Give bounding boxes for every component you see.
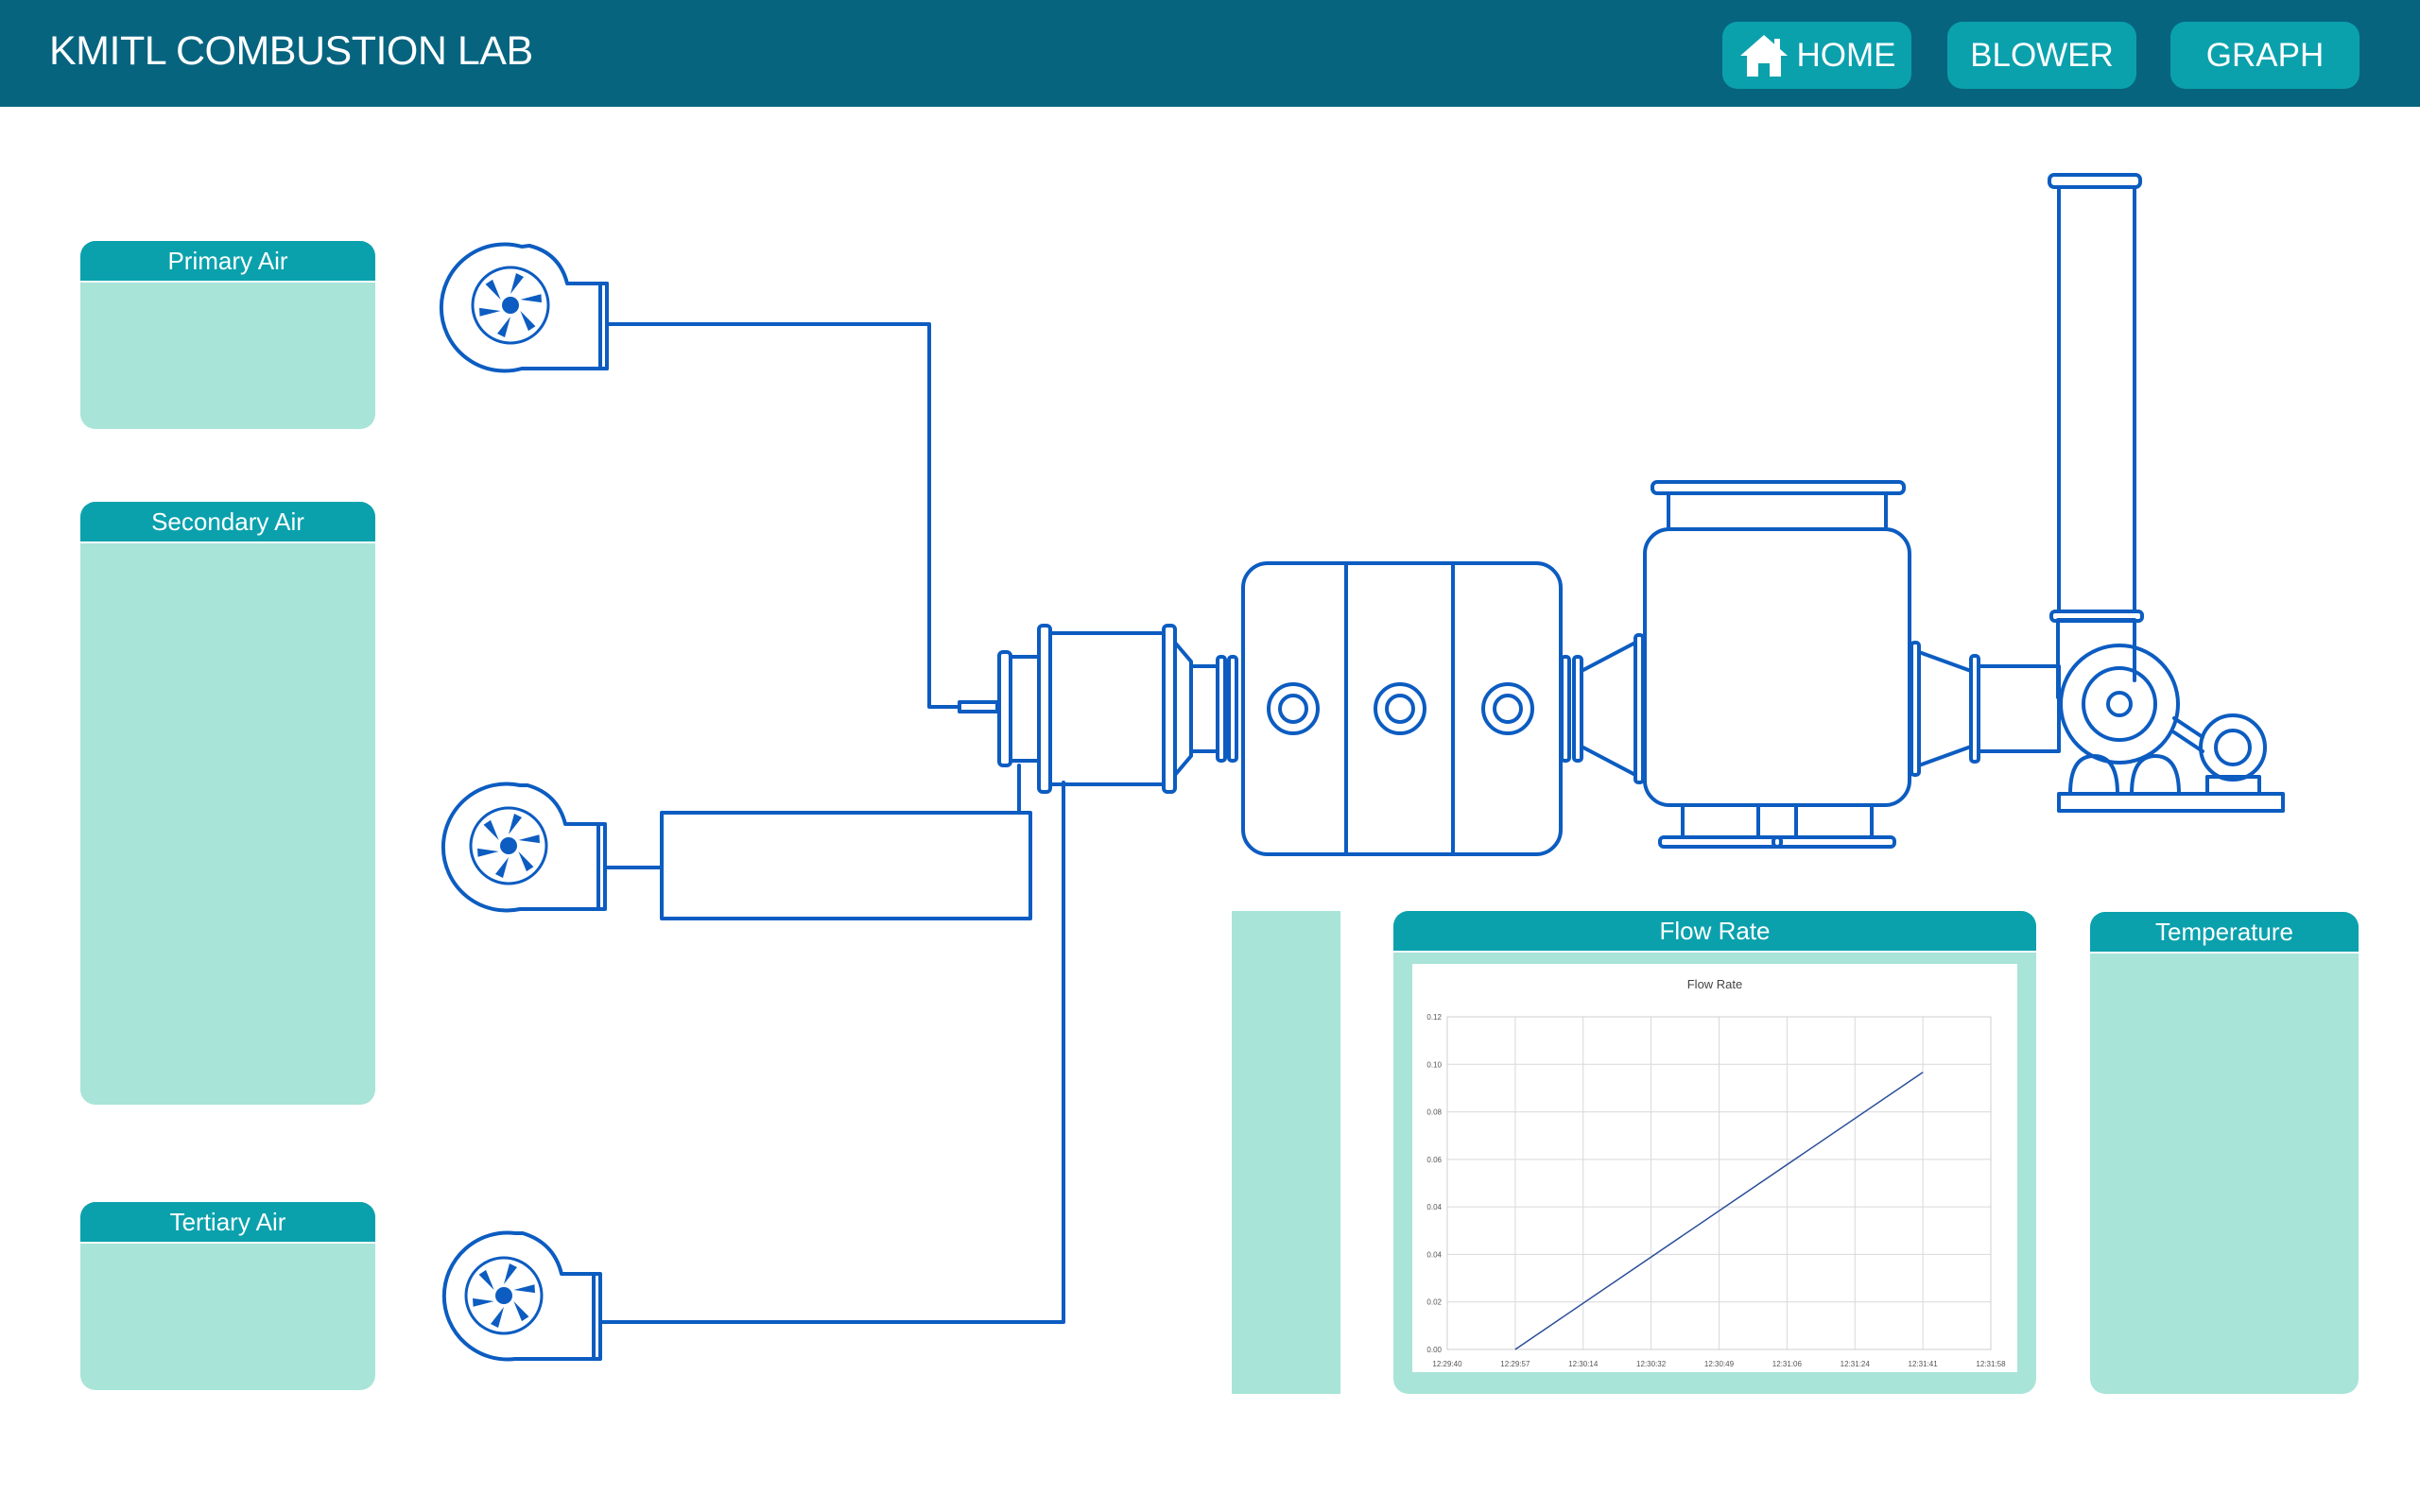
chart-y-tick-label: 0.06 [1426,1156,1442,1164]
chart-y-tick-label: 0.12 [1426,1013,1442,1022]
blower-button[interactable]: BLOWER [1947,22,2136,89]
chart-title: Flow Rate [1687,977,1743,991]
graph-button-label: GRAPH [2205,36,2325,74]
tertiary-air-panel: Tertiary Air [80,1202,375,1390]
blower-button-label: BLOWER [1970,36,2114,74]
chart-y-tick-label: 0.04 [1426,1203,1442,1211]
tertiary-blower[interactable] [441,1230,602,1362]
chart-x-tick-label: 12:30:14 [1568,1360,1599,1368]
chart-y-tick-label: 0.04 [1426,1250,1442,1259]
chart-y-tick-label: 0.00 [1426,1346,1442,1354]
primary-blower[interactable] [439,242,609,373]
secondary-air-panel: Secondary Air [80,502,375,1105]
house-icon [1739,34,1788,77]
temperature-panel: Temperature [2090,912,2359,1394]
flow-rate-panel: Flow Rate Flow Rate 0.00 0.02 0.04 0.04 0.06… [1393,911,2036,1394]
flow-rate-series-line [1514,1072,1924,1350]
chart-x-tick-label: 12:29:57 [1500,1360,1530,1368]
chart-x-tick-label: 12:31:41 [1909,1360,1939,1368]
chart-plot-area [1446,1016,1992,1350]
fan-icon [479,273,542,337]
secondary-blower[interactable] [441,782,607,913]
tertiary-air-title: Tertiary Air [80,1202,375,1244]
graph-button[interactable]: GRAPH [2170,22,2360,89]
secondary-air-title: Secondary Air [80,502,375,543]
chart-x-tick-label: 12:31:58 [1976,1360,2006,1368]
home-button-label: HOME [1796,36,1896,74]
chart-y-tick-label: 0.08 [1426,1108,1442,1117]
primary-air-title: Primary Air [80,241,375,283]
flow-rate-chart-svg: Flow Rate 0.00 0.02 0.04 0.04 0.06 0.08 0.10 0.… [1426,977,2006,1368]
temperature-title: Temperature [2090,912,2359,954]
chart-x-tick-label: 12:30:49 [1704,1360,1735,1368]
fan-icon [473,1263,535,1328]
level-panel [1232,911,1340,1394]
flow-rate-title: Flow Rate [1393,911,2036,953]
fan-icon [477,814,540,878]
app-title: KMITL COMBUSTION LAB [49,28,533,74]
chart-y-tick-label: 0.10 [1426,1060,1442,1069]
top-bar: KMITL COMBUSTION LAB HOME BLOWER GRAPH [0,0,2420,107]
flow-rate-chart: Flow Rate 0.00 0.02 0.04 0.04 0.06 0.08 0.10 0.… [1412,964,2017,1372]
chart-x-tick-label: 12:29:40 [1432,1360,1462,1368]
chart-x-tick-label: 12:31:24 [1841,1360,1871,1368]
chart-y-tick-label: 0.02 [1426,1298,1442,1307]
home-button[interactable]: HOME [1722,22,1911,89]
primary-air-panel: Primary Air [80,241,375,429]
chart-x-tick-label: 12:30:32 [1636,1360,1667,1368]
chart-x-tick-label: 12:31:06 [1772,1360,1803,1368]
